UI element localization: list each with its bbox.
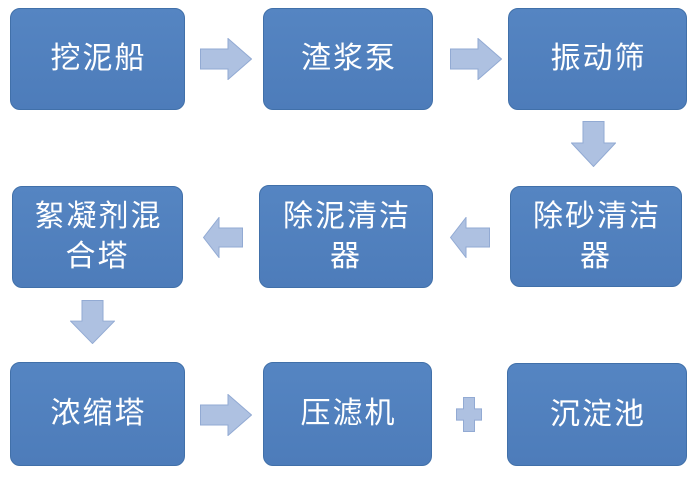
node-desanding-cleaner-label: 除砂清洁器 <box>533 198 661 274</box>
node-slurry-pump-label: 渣浆泵 <box>301 41 397 76</box>
node-filter-press-label: 压滤机 <box>300 396 397 431</box>
node-vibrating-screen: 振动筛 <box>508 8 687 110</box>
arrow-left-icon <box>203 217 243 258</box>
plus-icon <box>456 397 482 432</box>
node-sedimentation-tank-label: 沉淀池 <box>550 396 646 432</box>
arrow-left-icon <box>450 217 490 258</box>
node-slurry-pump: 渣浆泵 <box>263 8 433 110</box>
node-thickening-tower-label: 浓缩塔 <box>50 396 147 431</box>
node-desilting-cleaner: 除泥清洁器 <box>259 185 433 288</box>
node-flocculant-mixing-tower: 絮凝剂混合塔 <box>12 186 183 288</box>
node-flocculant-mixing-tower-label: 絮凝剂混合塔 <box>34 199 163 274</box>
node-desanding-cleaner: 除砂清洁器 <box>510 186 682 287</box>
arrow-right-icon <box>450 38 502 80</box>
node-desilting-cleaner-label: 除泥清洁器 <box>283 198 411 274</box>
arrow-down-icon <box>571 121 616 167</box>
node-sedimentation-tank: 沉淀池 <box>507 363 687 466</box>
arrow-down-icon <box>70 300 115 344</box>
arrow-right-icon <box>200 394 252 436</box>
node-vibrating-screen-label: 振动筛 <box>550 41 647 76</box>
arrow-right-icon <box>200 38 252 80</box>
node-filter-press: 压滤机 <box>263 362 432 466</box>
node-thickening-tower: 浓缩塔 <box>10 362 185 466</box>
node-dredger-label: 挖泥船 <box>50 41 147 76</box>
node-dredger: 挖泥船 <box>10 8 185 110</box>
